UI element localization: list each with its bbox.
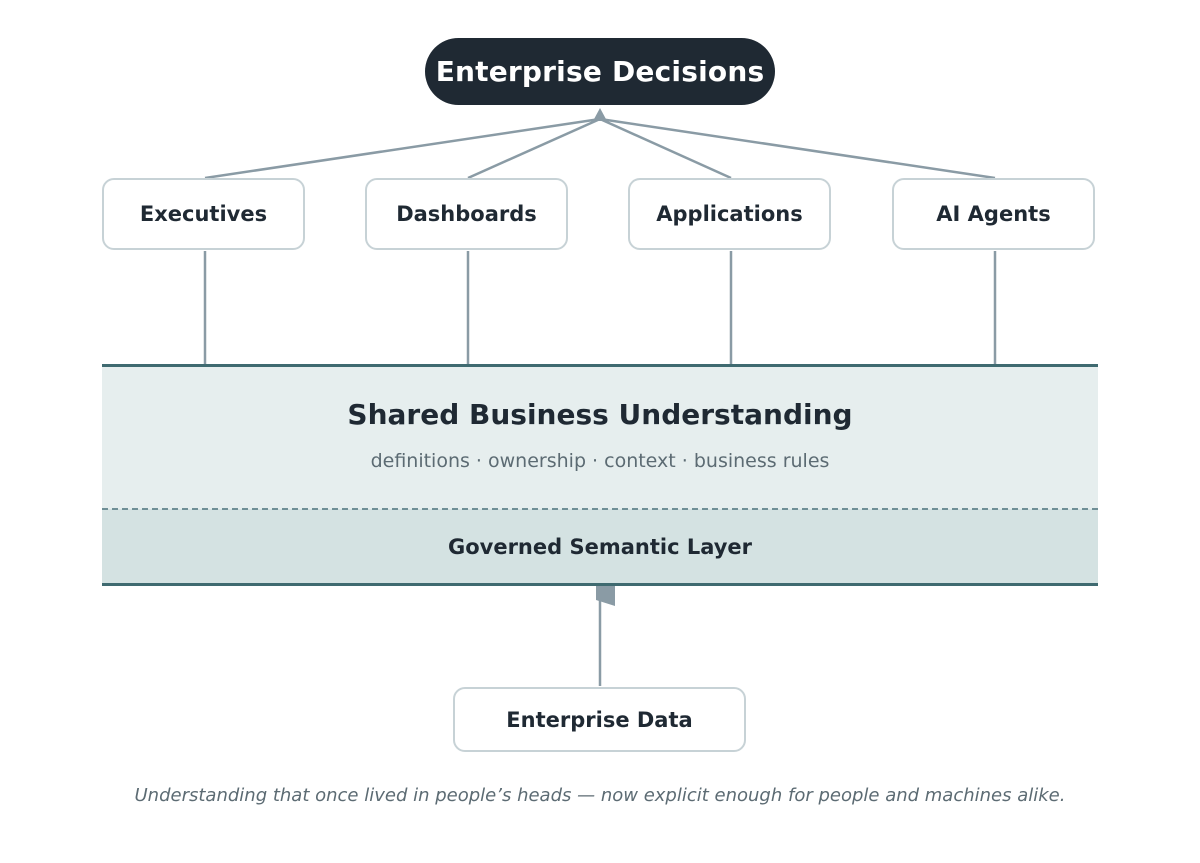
decisions-arrow-head	[593, 108, 607, 121]
shared-understanding-subtitle: definitions · ownership · context · busi…	[370, 450, 830, 472]
fan-line-applications	[599, 117, 732, 180]
data-to-layer-arrow-head	[596, 586, 615, 606]
consumer-node-executives: Executives	[102, 178, 305, 250]
enterprise-data-node: Enterprise Data	[453, 687, 746, 752]
consumer-node-applications: Applications	[628, 178, 831, 250]
shared-understanding-title: Shared Business Understanding	[347, 398, 853, 431]
fan-line-executives	[204, 117, 601, 180]
fan-in-connectors	[204, 117, 996, 180]
diagram-caption: Understanding that once lived in people’…	[134, 785, 1066, 806]
semantic-layer-title: Governed Semantic Layer	[447, 535, 753, 559]
band-bottom-border	[102, 583, 1098, 586]
shared-understanding-band	[102, 366, 1098, 509]
fan-line-ai-agents	[599, 117, 996, 180]
enterprise-decisions-node: Enterprise Decisions	[425, 38, 775, 105]
drop-connectors	[203, 251, 997, 365]
band-top-border	[102, 364, 1098, 367]
semantic-layer-band	[102, 509, 1098, 584]
consumer-node-ai-agents: AI Agents	[892, 178, 1095, 250]
fan-line-dashboards	[467, 117, 601, 180]
consumer-node-dashboards: Dashboards	[365, 178, 568, 250]
band-dashed-divider	[102, 508, 1098, 510]
